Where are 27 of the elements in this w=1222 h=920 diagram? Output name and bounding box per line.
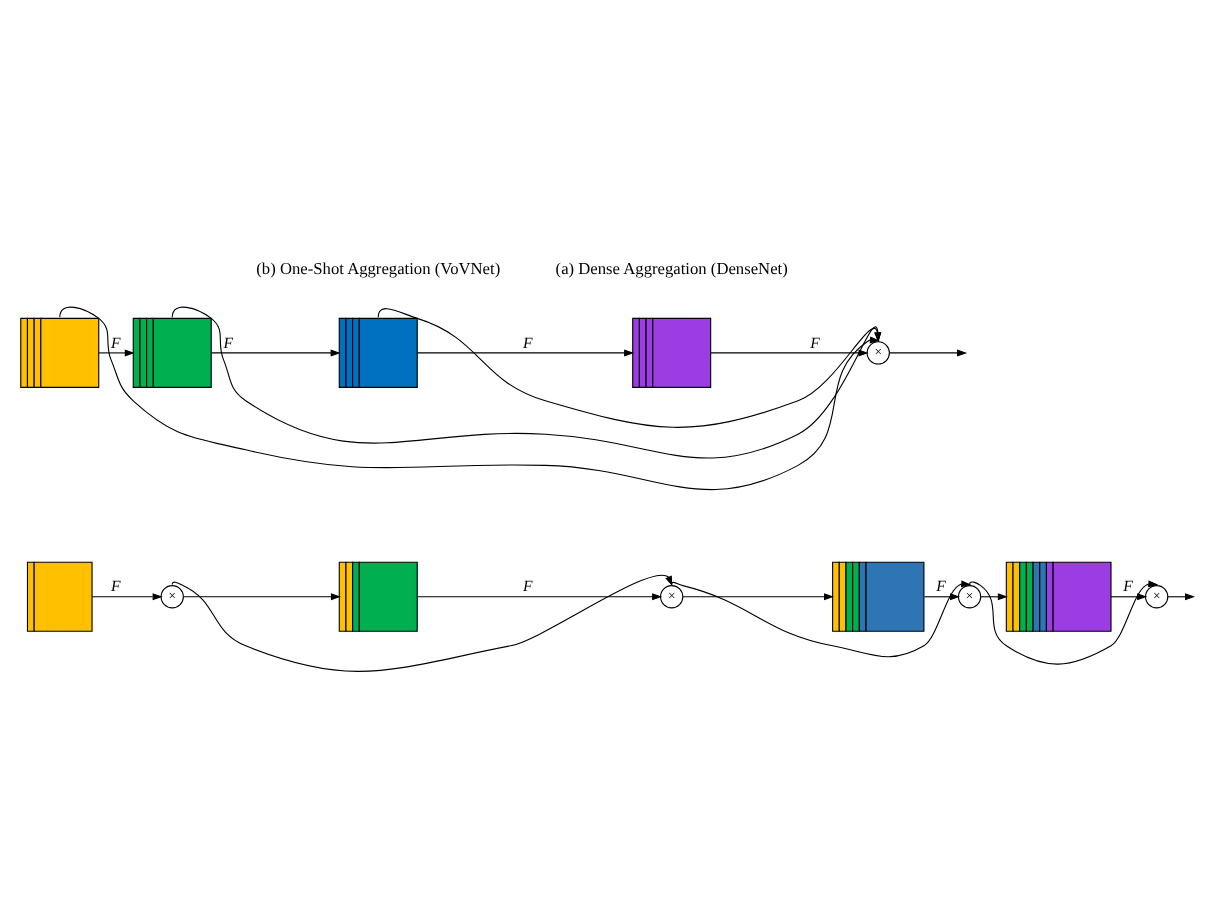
label: (b) One-Shot Aggregation (VoVNet) (256, 259, 501, 278)
arrow (59, 305, 880, 490)
arrow (182, 592, 341, 600)
edge-label: F (110, 576, 121, 595)
edge-label: F (1123, 576, 1133, 595)
arrow (1110, 592, 1148, 600)
arrow (923, 592, 961, 600)
arrow (710, 348, 869, 356)
arrow (416, 348, 635, 356)
edge-label: F (810, 332, 820, 351)
edge-label: F (110, 332, 121, 351)
edge-label: F (523, 332, 533, 351)
edge-label: F (523, 576, 533, 595)
edge-label: F (223, 332, 233, 351)
edge-label: F (936, 576, 946, 595)
arrow (969, 579, 1159, 664)
arrow (416, 592, 663, 600)
arrow (171, 305, 882, 458)
arrow (211, 348, 341, 356)
arrow (671, 579, 972, 657)
arrow (377, 307, 882, 427)
arrow (171, 573, 673, 671)
arrow (98, 348, 135, 356)
arrow (91, 592, 163, 600)
label: (a) Dense Aggregation (DenseNet) (555, 259, 788, 278)
arrow (889, 348, 968, 356)
arrow (682, 592, 835, 600)
